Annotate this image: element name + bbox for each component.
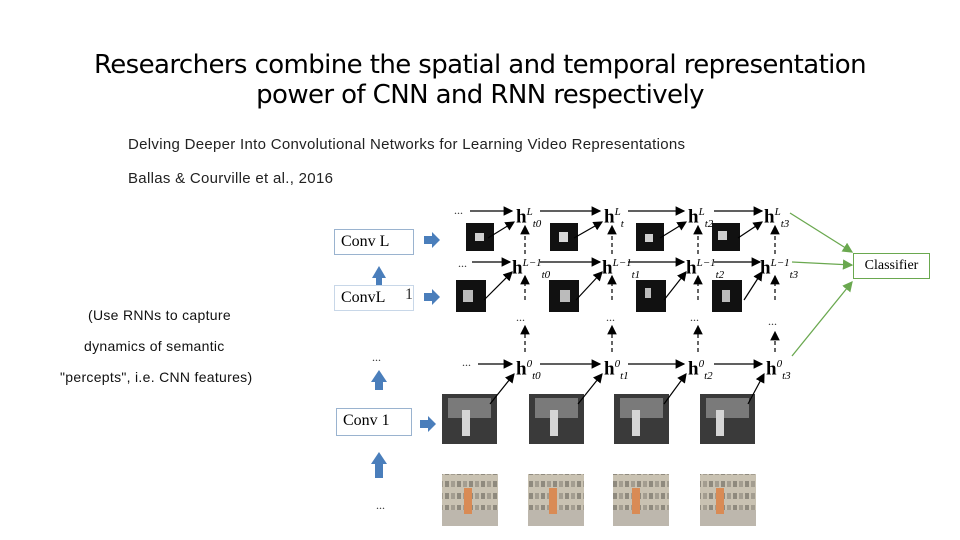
ellipsis-bottom-left: ... — [462, 355, 471, 369]
vertical-blue-arrows — [371, 266, 387, 478]
hidden-state-mid-t1: hL−1t1 — [602, 257, 641, 282]
hidden-state-mid-t3: hL−1t3 — [760, 257, 799, 282]
conv1-feature-maps — [442, 394, 755, 444]
ellipsis-mid-left: ... — [458, 256, 467, 270]
vertical-dashed-connections — [520, 224, 780, 352]
hidden-state-bottom-t1: h0t1 — [604, 358, 629, 383]
ellipsis-input: ... — [376, 498, 385, 512]
conv-mid-layer-box: ConvL — [334, 285, 414, 311]
classifier-label: Classifier — [864, 258, 919, 273]
right-arrow-icon — [420, 416, 436, 432]
ellipsis-top-left: ... — [454, 203, 463, 217]
conv-first-layer-label: Conv 1 — [343, 412, 390, 429]
horizontal-blue-arrows — [420, 232, 440, 432]
ellipsis-col-4: ... — [768, 314, 777, 328]
note-line-2: dynamics of semantic — [84, 338, 225, 354]
up-arrow-icon — [371, 370, 387, 390]
hidden-state-bottom-t0: h0t0 — [516, 358, 541, 383]
right-arrow-icon — [424, 289, 440, 305]
hidden-state-mid-t0: hL−1t0 — [512, 257, 551, 282]
slide-title: Researchers combine the spatial and temp… — [60, 50, 900, 110]
paper-authors: Ballas & Courville et al., 2016 — [128, 170, 334, 187]
slide-title-line-2: power of CNN and RNN respectively — [256, 80, 704, 110]
ellipsis-col-1: ... — [516, 310, 525, 324]
paper-title: Delving Deeper Into Convolutional Networ… — [128, 136, 686, 153]
recurrent-connections — [470, 206, 765, 405]
conv-first-layer-box: Conv 1 — [336, 408, 412, 436]
hidden-state-bottom-t2: h0t2 — [688, 358, 713, 383]
ellipsis-conv-stack: ... — [372, 350, 381, 364]
hidden-state-top-t1: hLt — [604, 206, 624, 231]
conv-top-layer-box: Conv L — [334, 229, 414, 255]
classifier-connections — [789, 212, 854, 357]
note-line-3: "percepts", i.e. CNN features) — [60, 369, 253, 385]
classifier-box: Classifier — [853, 253, 930, 279]
input-video-frames — [442, 474, 756, 526]
hidden-state-top-t0: hLt0 — [516, 206, 542, 231]
ellipsis-col-3: ... — [690, 310, 699, 324]
top-feature-maps — [466, 223, 740, 251]
hidden-state-top-t3: hLt3 — [764, 206, 790, 231]
hidden-state-bottom-t3: h0t3 — [766, 358, 791, 383]
up-arrow-icon — [372, 266, 386, 286]
ellipsis-col-2: ... — [606, 310, 615, 324]
conv-mid-layer-suffix: 1 — [405, 286, 413, 303]
conv-mid-layer-label: ConvL — [341, 289, 386, 306]
slide-title-line-1: Researchers combine the spatial and temp… — [93, 50, 867, 80]
right-arrow-icon — [424, 232, 440, 248]
hidden-state-mid-t2: hL−1t2 — [686, 257, 725, 282]
mid-feature-maps — [456, 280, 742, 312]
hidden-state-top-t2: hLt2 — [688, 206, 714, 231]
up-arrow-icon — [371, 452, 387, 478]
conv-top-layer-label: Conv L — [341, 233, 390, 250]
note-line-1: (Use RNNs to capture — [88, 307, 231, 323]
